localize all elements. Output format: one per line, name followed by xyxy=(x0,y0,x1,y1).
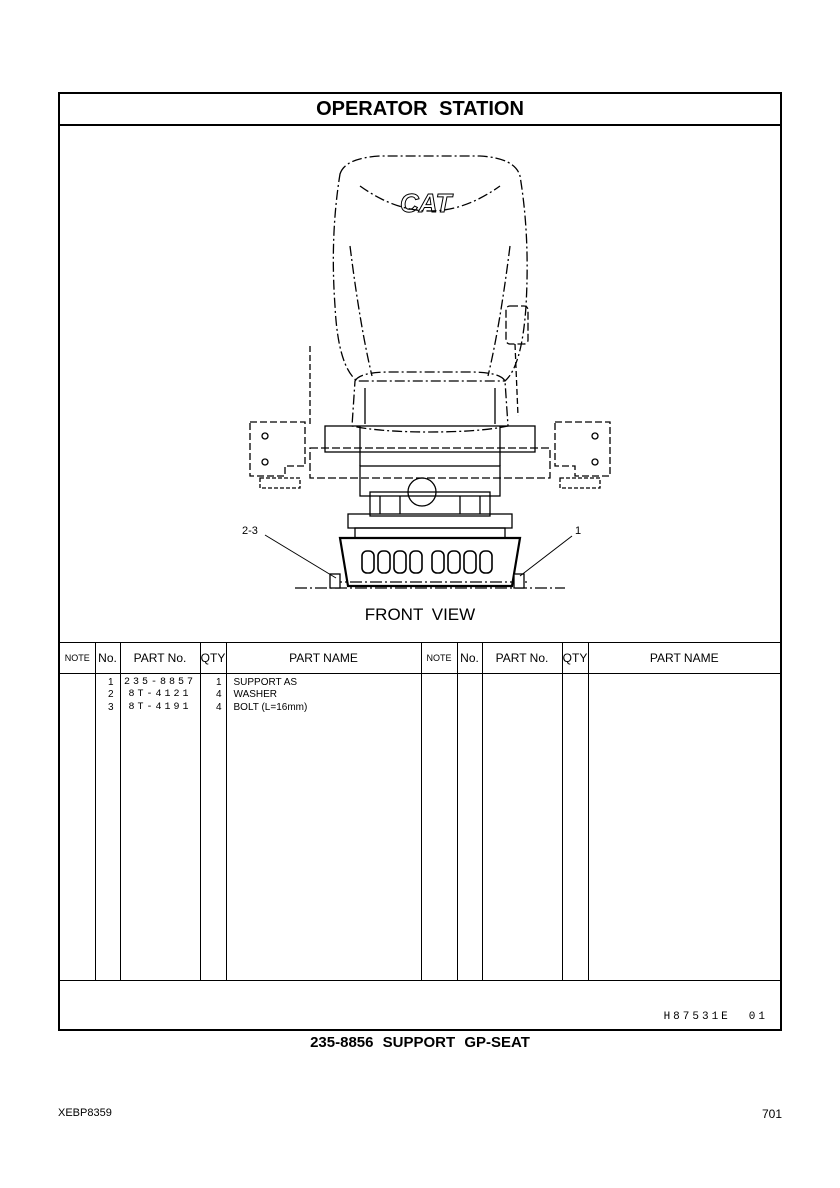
row-no: 2 xyxy=(107,689,114,701)
header-qty: QTY xyxy=(561,642,588,674)
row-qty: 4 xyxy=(215,701,222,713)
parts-page-frame: OPERATOR STATION xyxy=(58,92,782,1031)
header-note: NOTE xyxy=(60,642,95,674)
no-column-right xyxy=(456,673,482,981)
document-id: XEBP8359 xyxy=(58,1107,112,1119)
cat-logo: CAT xyxy=(400,188,454,218)
row-part-name: WASHER xyxy=(233,689,278,701)
view-label: FRONT VIEW xyxy=(364,605,476,624)
row-part-no: 8T-4121 xyxy=(128,689,192,701)
row-part-no: 8T-4191 xyxy=(128,701,192,713)
callout-1: 1 xyxy=(575,525,581,537)
row-no: 3 xyxy=(107,701,114,713)
header-part-name: PART NAME xyxy=(587,642,780,674)
header-part-no: PART No. xyxy=(119,642,200,674)
qty-column: 1 4 4 xyxy=(199,673,226,981)
no-column: 1 2 3 xyxy=(94,673,120,981)
page-title: OPERATOR STATION xyxy=(60,94,780,126)
seat-illustration: CAT 2-3 1 xyxy=(242,155,611,589)
row-part-name: BOLT (L=16mm) xyxy=(233,701,308,713)
row-qty: 4 xyxy=(215,689,222,701)
seat-drawing: CAT 2-3 1 FRONT VIEW xyxy=(60,126,780,644)
part-no-column: 235-8857 8T-4121 8T-4191 xyxy=(119,673,200,981)
header-part-name: PART NAME xyxy=(225,642,421,674)
note-column xyxy=(60,673,95,981)
reference-code: H87531E 01 xyxy=(664,1011,768,1023)
support-base xyxy=(338,536,522,588)
page-number: 701 xyxy=(761,1107,782,1121)
header-part-no: PART No. xyxy=(481,642,562,674)
backrest-outline xyxy=(332,155,528,382)
qty-column-right xyxy=(561,673,588,981)
parts-table-area: NOTE No. PART No. QTY PART NAME NOTE No.… xyxy=(60,642,780,1031)
header-note: NOTE xyxy=(420,642,457,674)
parts-table: NOTE No. PART No. QTY PART NAME NOTE No.… xyxy=(60,642,780,981)
ref-code: H87531E xyxy=(663,1011,731,1023)
note-column-right xyxy=(420,673,457,981)
header-no: No. xyxy=(456,642,482,674)
callout-2-3: 2-3 xyxy=(242,525,258,537)
row-qty: 1 xyxy=(215,677,222,688)
header-no: No. xyxy=(94,642,120,674)
part-no-column-right xyxy=(481,673,562,981)
ref-version: 01 xyxy=(748,1011,768,1023)
row-part-name: SUPPORT AS xyxy=(233,677,298,688)
row-no: 1 xyxy=(107,677,114,688)
part-name-column: SUPPORT AS WASHER BOLT (L=16mm) xyxy=(225,673,421,981)
part-name-column-right xyxy=(587,673,780,981)
header-qty: QTY xyxy=(199,642,226,674)
group-caption: 235-8856 SUPPORT GP-SEAT xyxy=(310,1034,530,1051)
row-part-no: 235-8857 xyxy=(123,677,196,688)
